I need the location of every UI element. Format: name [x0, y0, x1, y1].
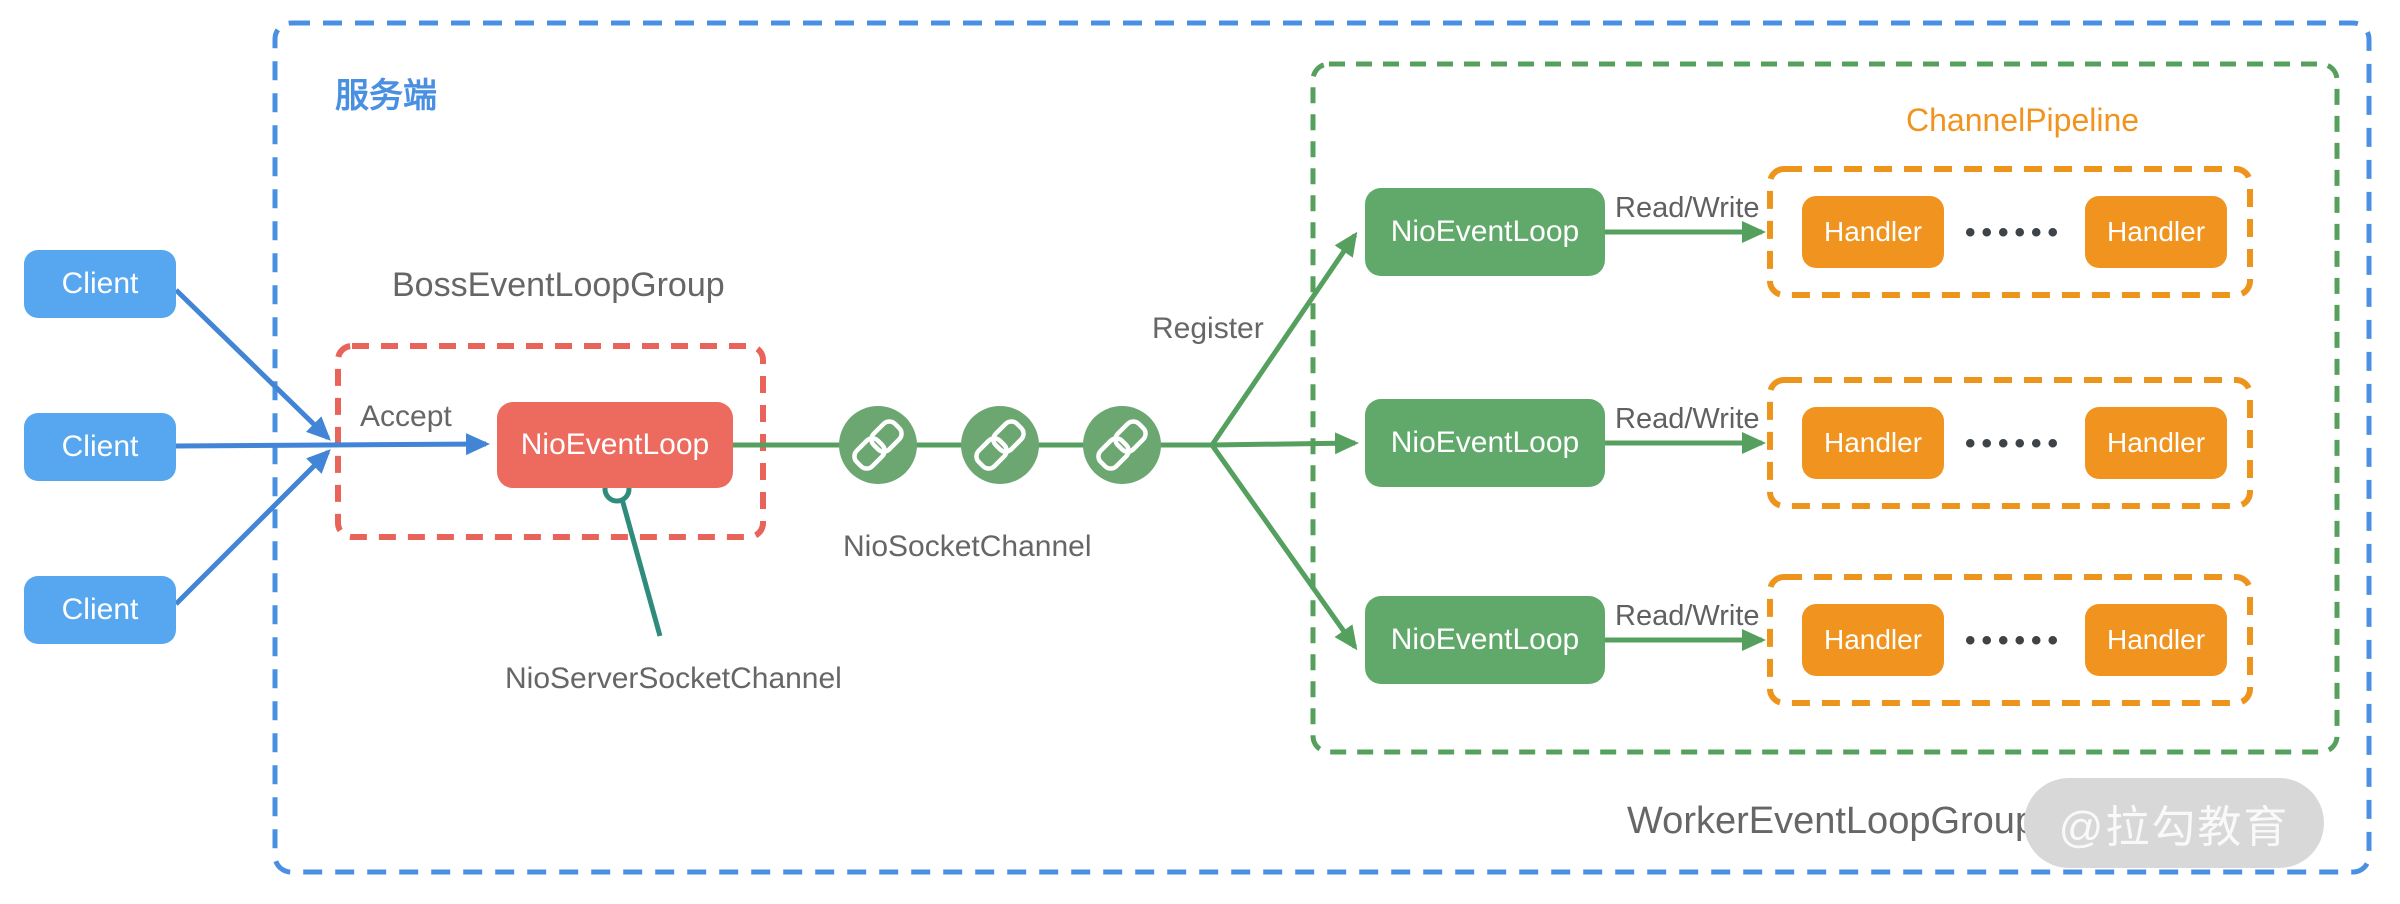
worker-nioeventloop-label: NioEventLoop: [1390, 215, 1580, 248]
socket-channel-chain: [839, 406, 1161, 484]
watermark: @拉勾教育: [2024, 778, 2324, 868]
worker-nioeventloop-label: NioEventLoop: [1390, 623, 1580, 656]
worker-nioeventloop-label: NioEventLoop: [1390, 426, 1580, 459]
accept-label: Accept: [360, 400, 452, 433]
register-label: Register: [1152, 312, 1264, 345]
chain-circle: [839, 406, 917, 484]
boss-group-label: BossEventLoopGroup: [392, 266, 725, 304]
client-box: Client: [24, 413, 176, 481]
ellipsis-dots: ••••••: [1964, 624, 2065, 657]
handler-label: Handler: [1823, 624, 1923, 655]
handler-label: Handler: [1823, 427, 1923, 458]
client-label: Client: [61, 593, 139, 626]
handler-box: Handler: [2085, 604, 2227, 676]
niosocketchannel-label: NioSocketChannel: [843, 530, 1092, 563]
handler-box: Handler: [1802, 604, 1944, 676]
ellipsis-dots: ••••••: [1964, 216, 2065, 249]
handler-label: Handler: [1823, 216, 1923, 247]
readwrite-label: Read/Write: [1615, 192, 1760, 224]
handler-box: Handler: [2085, 407, 2227, 479]
handler-label: Handler: [2106, 624, 2206, 655]
handler-box: Handler: [2085, 196, 2227, 268]
worker-group-label: WorkerEventLoopGroup: [1627, 800, 2037, 842]
boss-nioeventloop-box: NioEventLoop: [497, 402, 733, 488]
readwrite-label: Read/Write: [1615, 600, 1760, 632]
chain-circle: [961, 406, 1039, 484]
client-label: Client: [61, 430, 139, 463]
channel-arrows: [733, 221, 1766, 651]
handler-label: Handler: [2106, 427, 2206, 458]
watermark-label: @拉勾教育: [2058, 803, 2290, 852]
readwrite-label: Read/Write: [1615, 403, 1760, 435]
chain-link-icon: [852, 419, 904, 471]
chain-link-icon: [974, 419, 1026, 471]
handler-box: Handler: [1802, 407, 1944, 479]
worker-nioeventloop-box: NioEventLoop: [1365, 188, 1605, 276]
handler-label: Handler: [2106, 216, 2206, 247]
client-box: Client: [24, 250, 176, 318]
chain-circle: [1083, 406, 1161, 484]
nioserversocketchannel-label: NioServerSocketChannel: [505, 662, 842, 695]
handler-box: Handler: [1802, 196, 1944, 268]
client-box: Client: [24, 576, 176, 644]
ellipsis-dots: ••••••: [1964, 427, 2065, 460]
client-arrows: [174, 288, 490, 606]
server-socket-channel-connector: [602, 474, 663, 637]
worker-nioeventloop-box: NioEventLoop: [1365, 596, 1605, 684]
channelpipeline-label: ChannelPipeline: [1906, 102, 2140, 138]
chain-link-icon: [1096, 419, 1148, 471]
boss-nioeventloop-label: NioEventLoop: [520, 428, 710, 461]
client-label: Client: [61, 267, 139, 300]
worker-nioeventloop-box: NioEventLoop: [1365, 399, 1605, 487]
server-region-label: 服务端: [335, 77, 437, 115]
